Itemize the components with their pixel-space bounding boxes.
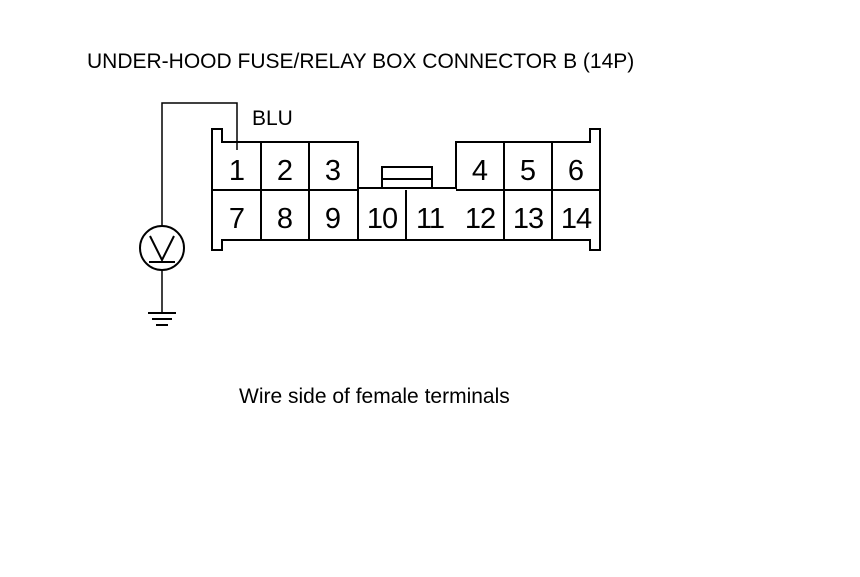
terminal-2: 2 bbox=[277, 155, 293, 187]
terminal-6: 6 bbox=[568, 155, 584, 187]
terminal-5: 5 bbox=[520, 155, 536, 187]
terminal-1: 1 bbox=[229, 155, 245, 187]
voltmeter-icon bbox=[139, 225, 185, 271]
terminal-7: 7 bbox=[229, 203, 245, 235]
terminal-14: 14 bbox=[561, 203, 592, 235]
connector-latch bbox=[381, 166, 433, 189]
terminal-13: 13 bbox=[513, 203, 543, 235]
terminal-4: 4 bbox=[472, 155, 488, 187]
terminal-9: 9 bbox=[325, 203, 341, 235]
terminal-11: 11 bbox=[416, 203, 444, 235]
probe-wire bbox=[161, 102, 238, 226]
terminal-8: 8 bbox=[277, 203, 293, 235]
diagram-caption: Wire side of female terminals bbox=[239, 385, 510, 408]
wire-color-label: BLU bbox=[252, 107, 293, 130]
ground-icon bbox=[148, 312, 176, 326]
terminal-12: 12 bbox=[465, 203, 495, 235]
terminal-3: 3 bbox=[325, 155, 341, 187]
diagram-title: UNDER-HOOD FUSE/RELAY BOX CONNECTOR B (1… bbox=[87, 50, 634, 73]
terminal-10: 10 bbox=[367, 203, 397, 235]
